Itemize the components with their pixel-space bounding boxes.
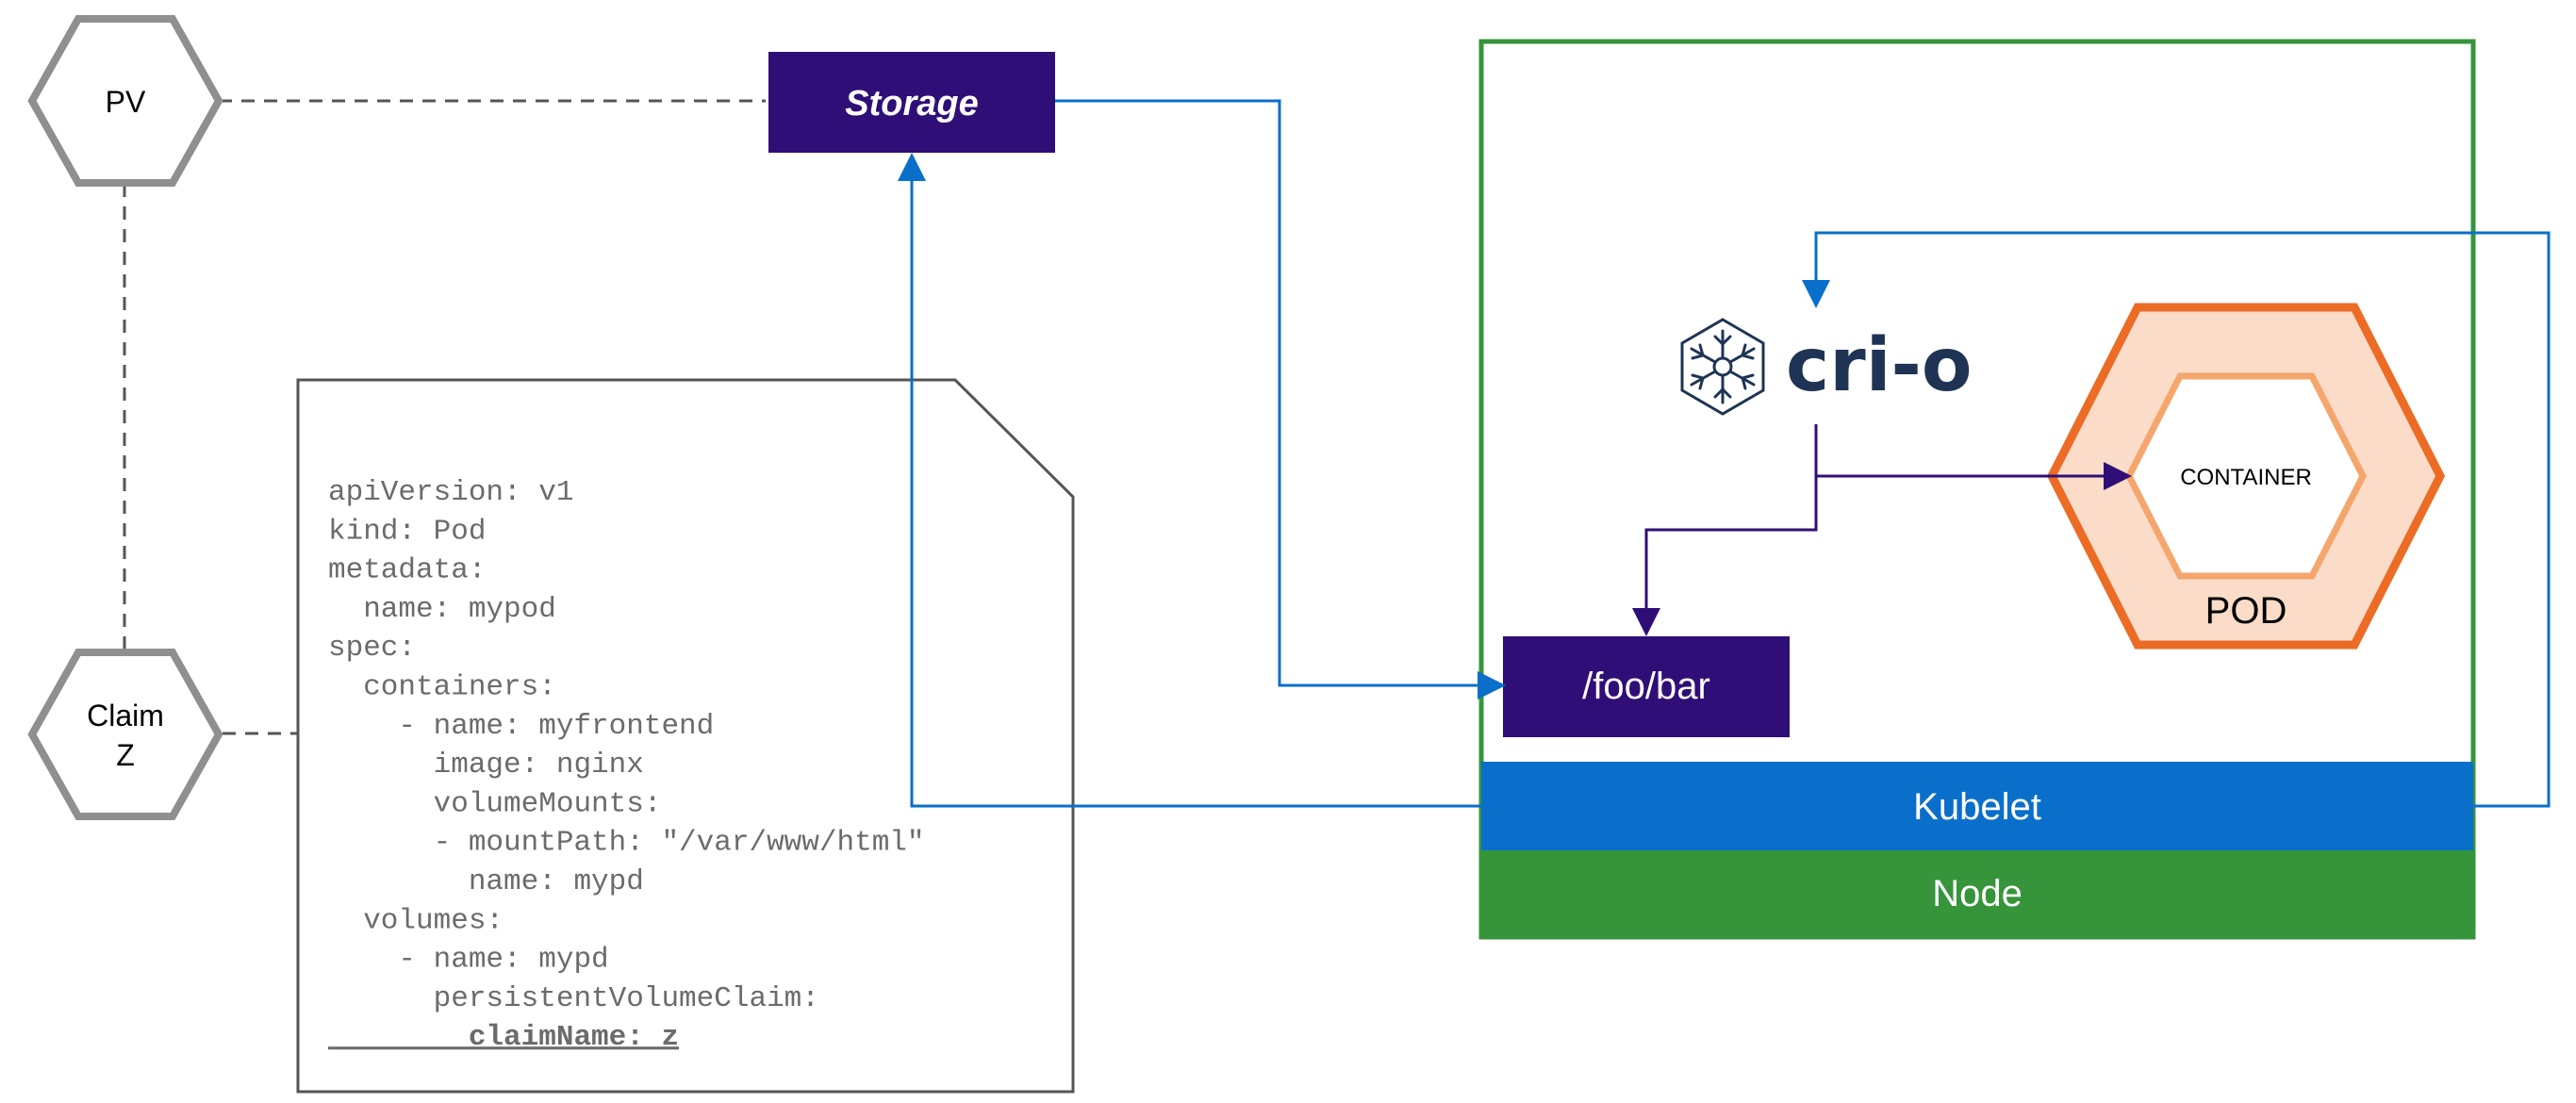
storage-to-foobar-arrow — [1055, 99, 1506, 700]
kubelet-to-storage-arrow — [898, 153, 1481, 808]
claim-label-line1: Claim — [87, 699, 164, 733]
crio-label: cri-o — [1786, 323, 1972, 408]
yaml-line: containers: — [328, 671, 556, 704]
yaml-document-shape — [296, 378, 1075, 1094]
yaml-line: - name: myfrontend — [328, 710, 714, 743]
node-bar: Node — [1481, 850, 2473, 937]
foo-bar-box — [1503, 636, 1790, 737]
crio-to-foobar-arrow — [1632, 476, 1818, 636]
crio-snowflake-icon — [1680, 318, 1765, 416]
yaml-line: spec: — [328, 632, 416, 665]
kubelet-to-crio-arrow — [1802, 231, 2551, 808]
yaml-line: claimName: z — [328, 1021, 679, 1054]
node-label: Node — [1932, 873, 2023, 914]
storage-box — [768, 52, 1055, 153]
yaml-line: - name: mypd — [328, 944, 609, 977]
yaml-lines: apiVersion: v1 kind: Pod metadata: name: m… — [328, 476, 925, 1054]
container-hexagon-shape — [2125, 372, 2367, 580]
claim-hexagon-shape — [27, 649, 223, 820]
storage-node: Storage — [768, 52, 1055, 153]
pod-yaml-document: apiVersion: v1 kind: Pod metadata: name: m… — [296, 378, 1075, 1094]
yaml-line: metadata: — [328, 554, 486, 587]
pod-node: CONTAINER POD — [2046, 303, 2446, 650]
kubelet-label: Kubelet — [1913, 786, 2041, 828]
yaml-line: - mountPath: "/var/www/html" — [328, 827, 925, 860]
pv-node: PV — [27, 15, 223, 187]
yaml-line: image: nginx — [328, 749, 644, 782]
yaml-line: apiVersion: v1 — [328, 476, 573, 509]
yaml-line: persistentVolumeClaim: — [328, 982, 819, 1015]
foo-bar-label: /foo/bar — [1582, 666, 1710, 707]
pv-label: PV — [106, 85, 146, 119]
node-band — [1481, 850, 2473, 937]
yaml-line: volumeMounts: — [328, 787, 661, 820]
yaml-line: kind: Pod — [328, 515, 486, 548]
claim-label-line2: Z — [116, 738, 135, 772]
storage-label: Storage — [845, 84, 978, 123]
claim-node: Claim Z — [27, 649, 223, 820]
crio-logo: cri-o — [1680, 318, 1972, 416]
foo-bar-node: /foo/bar — [1503, 636, 1790, 737]
yaml-line: volumes: — [328, 904, 504, 937]
kubelet-band — [1481, 762, 2473, 850]
pod-label: POD — [2205, 590, 2287, 632]
pv-hexagon-shape — [27, 15, 223, 187]
kubelet-bar: Kubelet — [1481, 762, 2473, 850]
container-label: CONTAINER — [2180, 465, 2312, 490]
yaml-line: name: mypod — [328, 593, 556, 626]
yaml-line: name: mypd — [328, 865, 644, 898]
